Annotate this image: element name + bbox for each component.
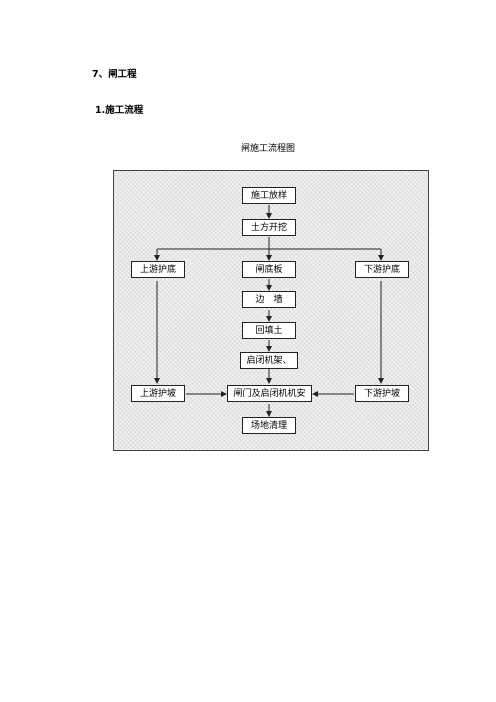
step-upstream-bed: 上游护底 — [131, 261, 185, 278]
step-site-cleanup: 场地清理 — [242, 417, 296, 434]
section-heading: 7、闸工程 — [92, 69, 137, 80]
step-layout: 施工放样 — [242, 187, 296, 204]
step-sluice-floor: 闸底板 — [242, 261, 296, 278]
step-hoist-frame: 启闭机架、 — [240, 352, 298, 369]
step-downstream-bed: 下游护底 — [355, 261, 409, 278]
step-gate-install: 闸门及启闭机机安 — [227, 385, 312, 402]
step-side-wall: 边 墙 — [242, 291, 296, 308]
step-excavation: 土方开挖 — [242, 219, 296, 236]
step-upstream-slope: 上游护坡 — [131, 385, 185, 402]
subsection-heading: 1.施工流程 — [95, 105, 144, 116]
step-backfill: 回填土 — [242, 322, 296, 339]
step-downstream-slope: 下游护坡 — [355, 385, 409, 402]
diagram-title: 闸施工流程图 — [241, 144, 296, 154]
